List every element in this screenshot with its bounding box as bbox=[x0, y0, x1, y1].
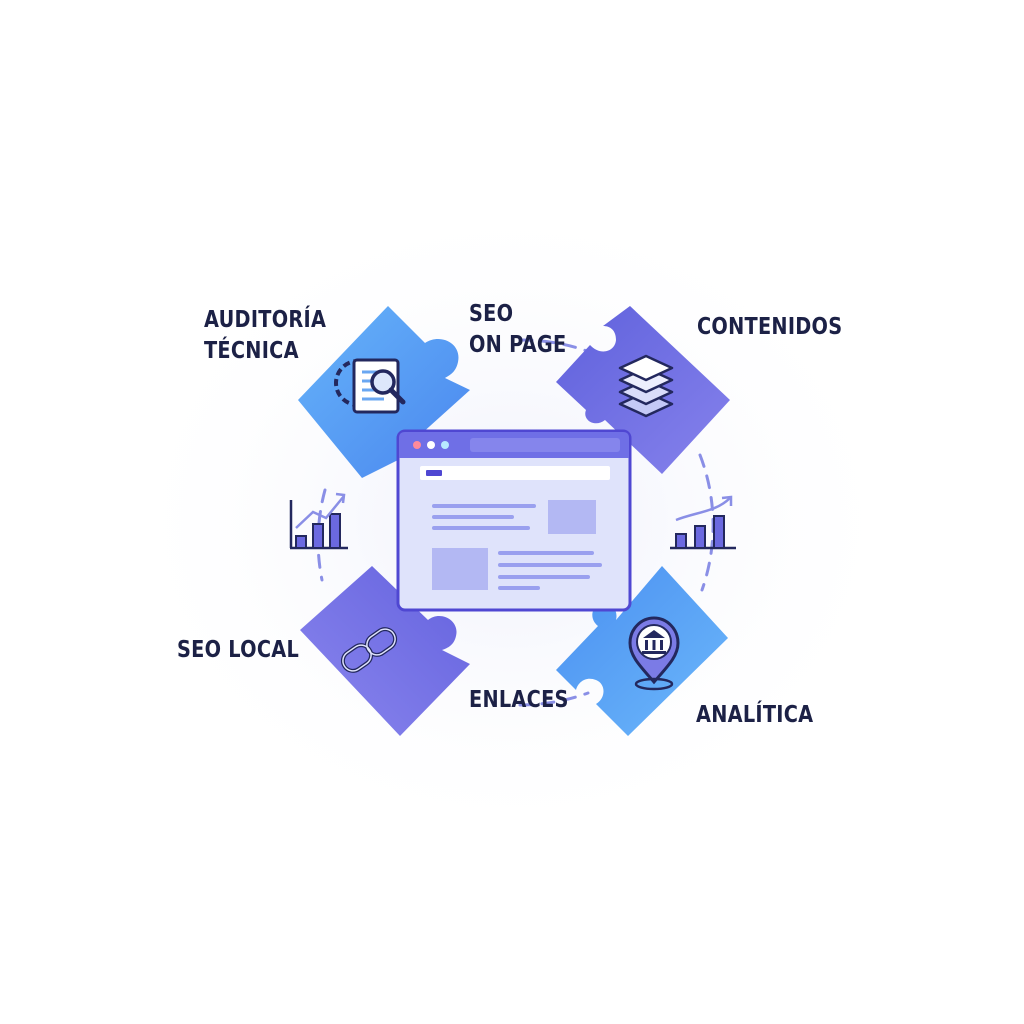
label-auditoria-tecnica: AUDITORÍA TÉCNICA bbox=[204, 305, 326, 367]
bar-chart-trend-icon-left bbox=[289, 492, 348, 550]
chain-link-icon bbox=[340, 627, 398, 673]
content-image-left bbox=[432, 548, 488, 590]
ring-segment-bottom bbox=[518, 691, 590, 707]
layers-stack-icon bbox=[618, 354, 674, 418]
puzzle-piece-contenidos bbox=[556, 306, 730, 474]
window-dot-red bbox=[413, 441, 421, 449]
content-image-right bbox=[548, 500, 596, 534]
puzzle-piece-local bbox=[300, 566, 470, 736]
label-analitica: ANALÍTICA bbox=[696, 702, 814, 728]
label-contenidos: CONTENIDOS bbox=[697, 314, 843, 340]
window-dot-white bbox=[427, 441, 435, 449]
search-bar-accent bbox=[426, 470, 442, 476]
window-dot-cyan bbox=[441, 441, 449, 449]
bar-chart-trend-icon-right bbox=[670, 495, 736, 550]
browser-search-bar bbox=[420, 466, 610, 480]
label-auditoria-line2: TÉCNICA bbox=[204, 338, 299, 364]
label-onpage-line2: ON PAGE bbox=[469, 332, 567, 358]
location-pin-building-icon bbox=[628, 616, 680, 691]
label-enlaces: ENLACES bbox=[469, 687, 569, 713]
label-seo-local: SEO LOCAL bbox=[177, 637, 300, 663]
browser-window-icon bbox=[396, 429, 632, 612]
gear-document-magnifier-icon bbox=[334, 358, 406, 414]
label-auditoria-line1: AUDITORÍA bbox=[204, 307, 327, 333]
puzzle-piece-auditoria bbox=[298, 306, 470, 478]
browser-tab-bar bbox=[470, 438, 620, 452]
label-onpage-line1: SEO bbox=[469, 301, 514, 327]
label-seo-on-page: SEO ON PAGE bbox=[469, 299, 566, 361]
